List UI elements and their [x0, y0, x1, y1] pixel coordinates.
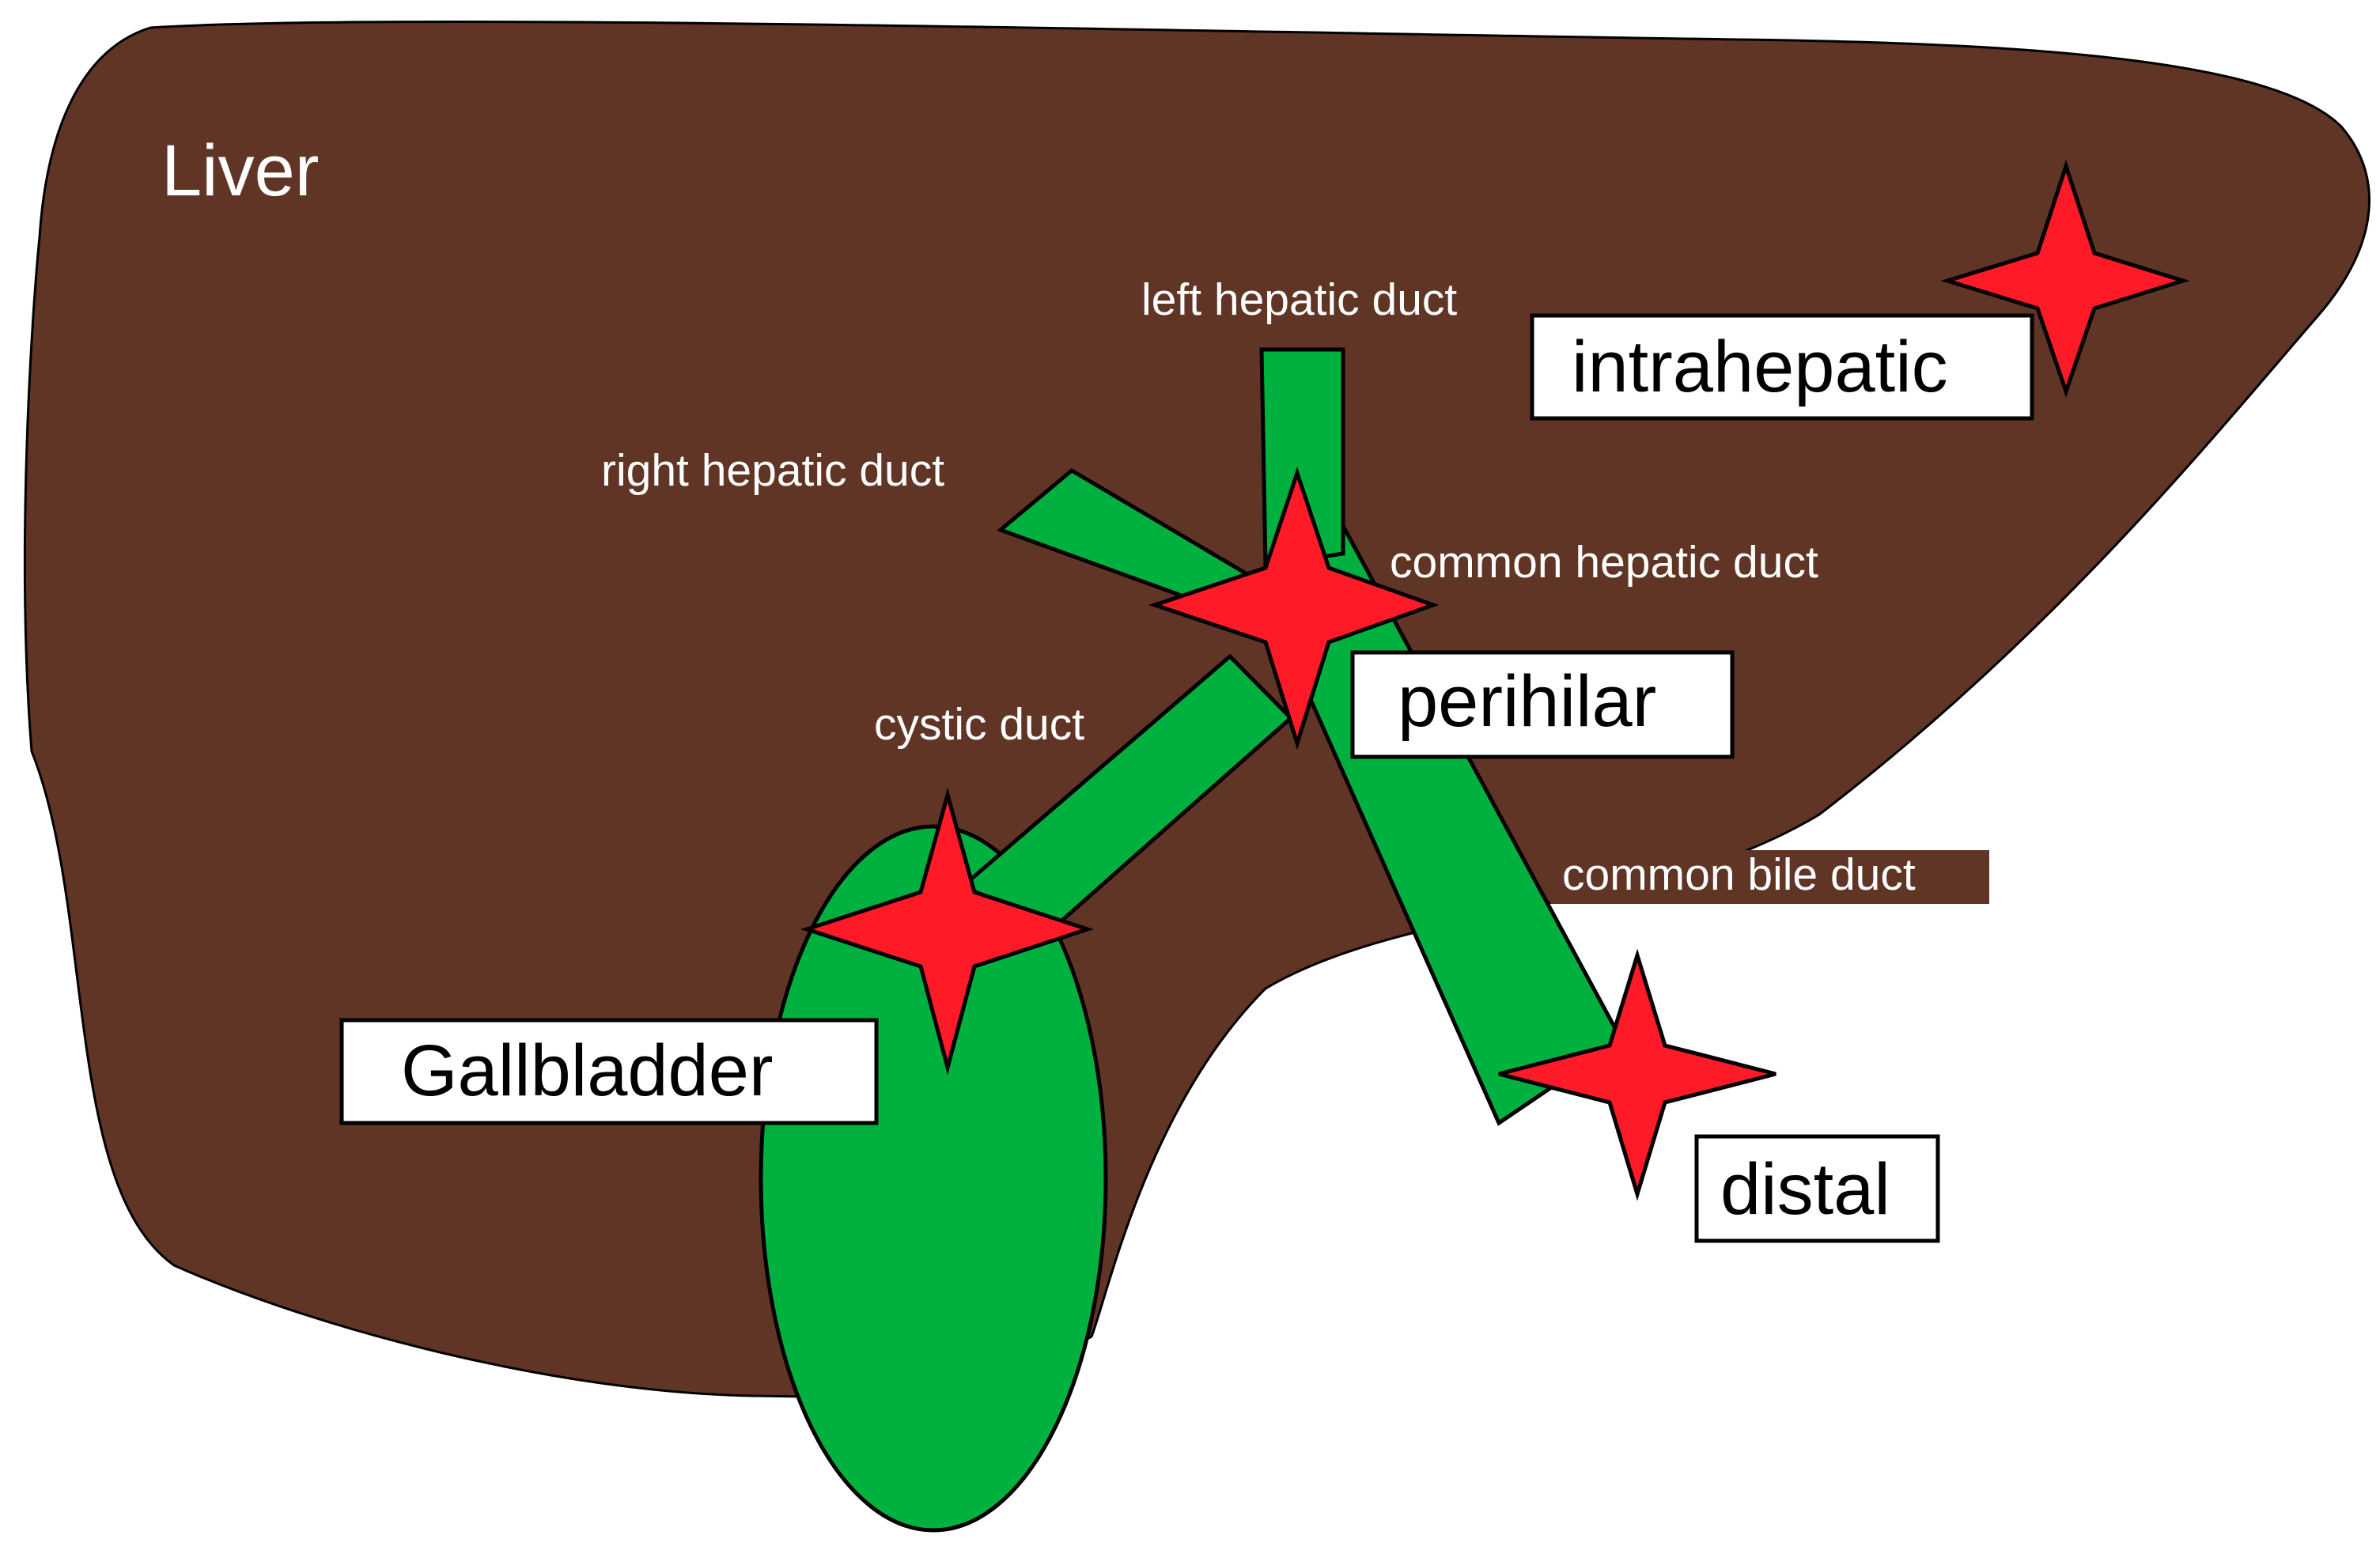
- distal-star-icon: [1498, 948, 1776, 1201]
- intrahepatic-label: intrahepatic: [1572, 327, 1948, 407]
- gallbladder-label-box: [339, 1018, 879, 1125]
- perihilar-label: perihilar: [1398, 661, 1656, 742]
- distal-label-box: [1694, 1134, 1940, 1243]
- distal-label: distal: [1720, 1149, 1890, 1230]
- left-hepatic-duct-label: left hepatic duct: [1141, 274, 1457, 325]
- common-bile-duct-label-background: [1550, 850, 1989, 904]
- cystic-duct-label: cystic duct: [874, 699, 1084, 750]
- right-hepatic-duct-label: right hepatic duct: [601, 445, 944, 496]
- cystic-duct-star-icon: [800, 787, 1095, 1076]
- common-hepatic-duct-label: common hepatic duct: [1390, 537, 1818, 588]
- intrahepatic-star-icon: [1940, 159, 2190, 398]
- left-hepatic-duct-shape: [1259, 347, 1345, 568]
- intrahepatic-label-box: [1530, 313, 2034, 421]
- common-bile-duct-label: common bile duct: [1562, 849, 1916, 900]
- perihilar-label-box: [1350, 650, 1735, 759]
- gallbladder-label: Gallbladder: [401, 1030, 774, 1111]
- liver-label: Liver: [161, 130, 319, 211]
- gallbladder-shape: [759, 824, 1108, 1533]
- perihilar-star-icon: [1148, 467, 1440, 751]
